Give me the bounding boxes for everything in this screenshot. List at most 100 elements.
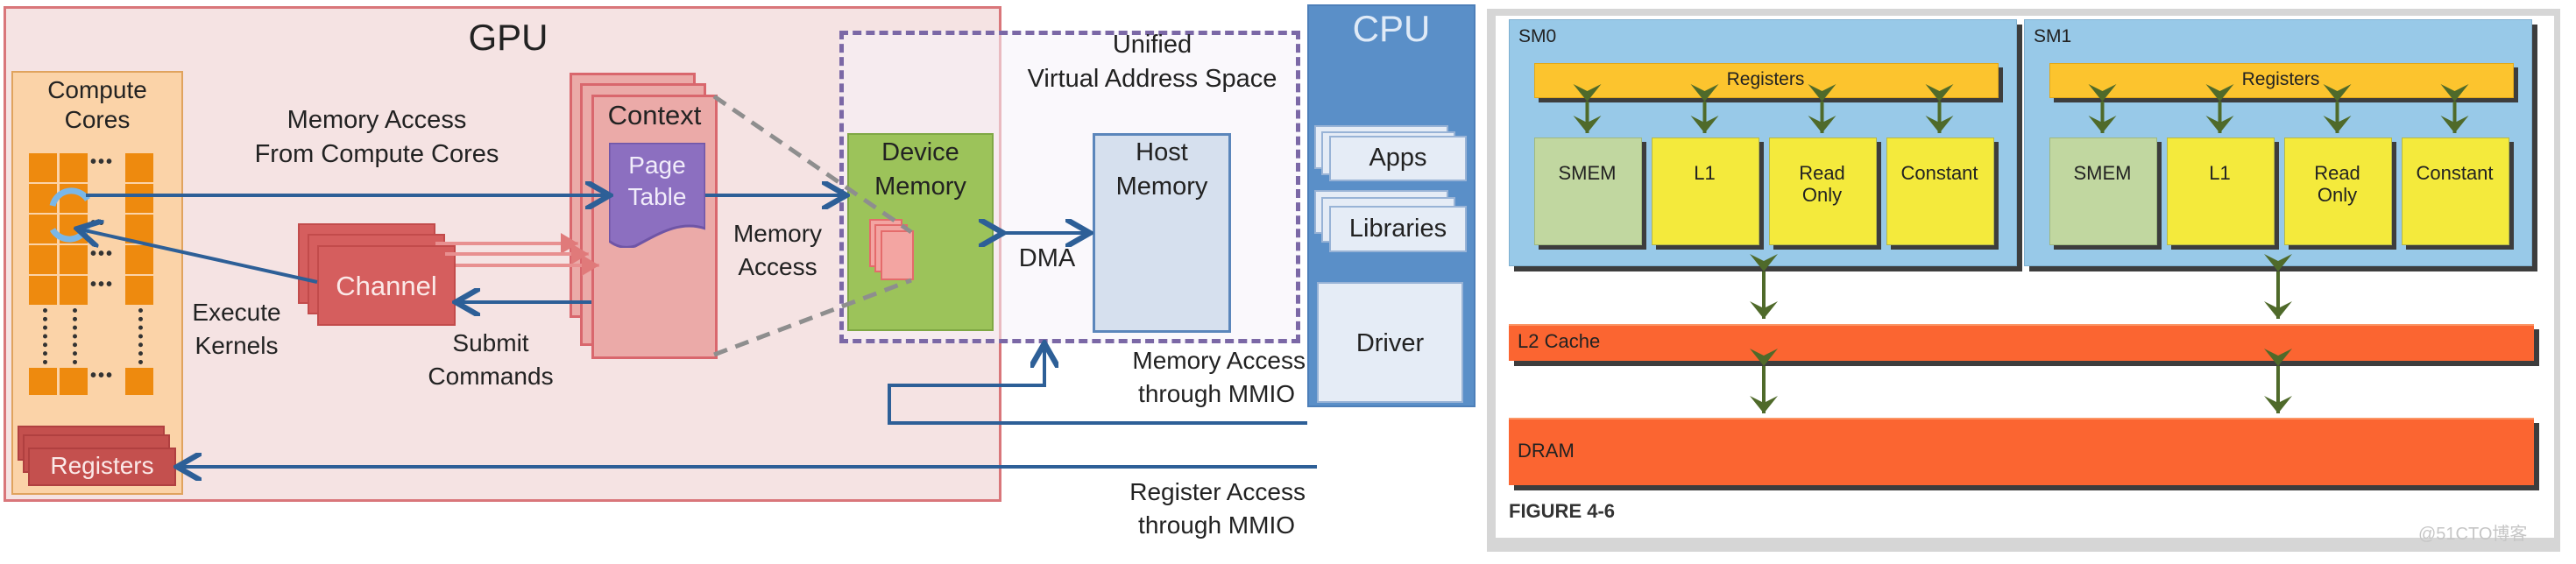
sm-unit-label: Read Only: [1799, 162, 1845, 207]
memory-access-from-cores-line2: From Compute Cores: [254, 139, 499, 168]
sm-registers-label: Registers: [1726, 69, 1805, 89]
compute-core-cell: [60, 153, 88, 182]
watermark: @51CTO博客: [2418, 525, 2528, 544]
sm-registers-label: Registers: [2241, 69, 2320, 89]
memory-access-line1: Memory: [732, 220, 823, 247]
compute-core-cell: [60, 368, 88, 395]
ellipsis-dots: ••: [90, 214, 107, 233]
sm-registers-bar[interactable]: [2049, 63, 2514, 98]
host-memory-label: Host Memory: [1093, 137, 1231, 202]
sm-unit-smem[interactable]: [1534, 137, 1642, 245]
gpu-registers-label: Registers: [50, 452, 154, 479]
context-label: Context: [607, 100, 702, 130]
sm-registers-bar[interactable]: [1534, 63, 1999, 98]
ellipsis-dots: •••: [90, 275, 115, 294]
compute-core-cell: [125, 245, 153, 274]
driver-block[interactable]: [1317, 282, 1463, 403]
vertical-ellipsis: [73, 308, 81, 364]
mmio-memory-line1: Memory Access: [1132, 347, 1306, 374]
page-table-line2: Table: [627, 182, 687, 210]
channel-label: Channel: [336, 271, 437, 301]
memory-access-line2: Access: [738, 252, 817, 280]
vertical-ellipsis: [43, 308, 51, 364]
compute-core-cell: [60, 184, 88, 213]
sm-unit-label: Read Only: [2314, 162, 2360, 207]
compute-core-cell: [125, 215, 153, 243]
sm-unit-label: SMEM: [1558, 162, 1617, 184]
sm-unit-read-only[interactable]: [2284, 137, 2392, 245]
compute-cores-label-line1: Compute: [47, 76, 147, 103]
mmio-memory-line2: through MMIO: [1138, 379, 1295, 407]
mmio-memory-access-label: Memory Access through MMIO: [1060, 346, 1306, 408]
compute-core-cell: [29, 245, 57, 274]
sm-unit-l1[interactable]: [1652, 137, 1759, 245]
driver-label: Driver: [1355, 329, 1425, 357]
gpu-title: GPU: [468, 17, 548, 58]
execute-kernels-line2: Kernels: [195, 331, 279, 359]
compute-core-cell: [125, 368, 153, 395]
compute-core-cell: [29, 276, 57, 305]
sm-unit-constant[interactable]: [2402, 137, 2509, 245]
unified-vas-line1: Unified: [1112, 31, 1192, 59]
execute-kernels-line1: Execute: [192, 299, 281, 326]
compute-core-cell: [29, 184, 57, 213]
compute-core-cell: [60, 245, 88, 274]
device-memory-line1: Device: [881, 138, 959, 166]
sm-label: SM1: [2034, 26, 2072, 46]
cpu-title: CPU: [1352, 8, 1431, 49]
gpu-registers-layer-front[interactable]: [28, 448, 176, 486]
submit-commands-line1: Submit: [452, 329, 529, 356]
compute-core-cell: [29, 368, 57, 395]
sm-unit-label: SMEM: [2073, 162, 2132, 184]
sm-unit-read-only[interactable]: [1769, 137, 1877, 245]
vertical-ellipsis: [138, 308, 146, 364]
device-memory-label: Device Memory: [847, 137, 994, 202]
sm-unit-label: L1: [1694, 162, 1716, 184]
sm-unit-label: Constant: [2416, 162, 2494, 184]
l2-cache-bar[interactable]: [1509, 324, 2534, 361]
execute-kernels-label: Execute Kernels: [180, 298, 294, 360]
ellipsis-dots: •••: [90, 244, 115, 264]
compute-core-cell: [125, 153, 153, 182]
l2-cache-label: L2 Cache: [1518, 330, 1601, 352]
dma-label: DMA: [1018, 244, 1076, 272]
apps-layer-front[interactable]: [1329, 136, 1467, 181]
compute-core-cell: [29, 215, 57, 243]
mmio-register-line2: through MMIO: [1138, 511, 1295, 539]
sm-unit-label: Constant: [1900, 162, 1978, 184]
unified-vas-line2: Virtual Address Space: [1027, 64, 1277, 93]
memory-access-from-cores-line1: Memory Access: [287, 106, 467, 134]
channel-layer-front[interactable]: [317, 245, 456, 326]
host-memory-block[interactable]: [1093, 133, 1231, 333]
host-memory-line2: Memory: [1115, 172, 1208, 201]
unified-vas-label: Unified Virtual Address Space: [999, 30, 1306, 95]
compute-core-cell: [60, 276, 88, 305]
ellipsis-dots: •••: [90, 152, 115, 172]
compute-cores-label: Compute Cores: [11, 75, 183, 134]
compute-core-cell: [60, 215, 88, 243]
mmio-register-access-label: Register Access through MMIO: [1060, 477, 1306, 539]
libraries-layer-front[interactable]: [1329, 206, 1467, 252]
host-memory-line1: Host: [1136, 138, 1188, 166]
ellipsis-dots: •••: [90, 366, 115, 385]
sm-unit-smem[interactable]: [2049, 137, 2157, 245]
compute-core-cell: [125, 276, 153, 305]
figure-caption: FIGURE 4-6: [1509, 500, 1616, 522]
sm-unit-l1[interactable]: [2167, 137, 2275, 245]
page-table-label: Page Table: [609, 151, 705, 211]
apps-label: Apps: [1369, 144, 1427, 172]
libraries-label: Libraries: [1348, 215, 1447, 243]
compute-core-cell: [29, 153, 57, 182]
dram-label: DRAM: [1518, 440, 1575, 462]
device-memory-line2: Memory: [874, 172, 966, 201]
dram-bar[interactable]: [1509, 418, 2534, 485]
submit-commands-label: Submit Commands: [412, 328, 570, 391]
page-table-block[interactable]: [609, 143, 705, 248]
memory-access-from-cores-label: Memory Access From Compute Cores: [219, 105, 534, 170]
sm-unit-constant[interactable]: [1886, 137, 1994, 245]
sm-unit-label: L1: [2209, 162, 2231, 184]
mmio-register-line1: Register Access: [1129, 478, 1306, 505]
page-table-line1: Page: [628, 152, 686, 179]
submit-commands-line2: Commands: [428, 362, 554, 390]
device-page-front: [881, 230, 914, 280]
